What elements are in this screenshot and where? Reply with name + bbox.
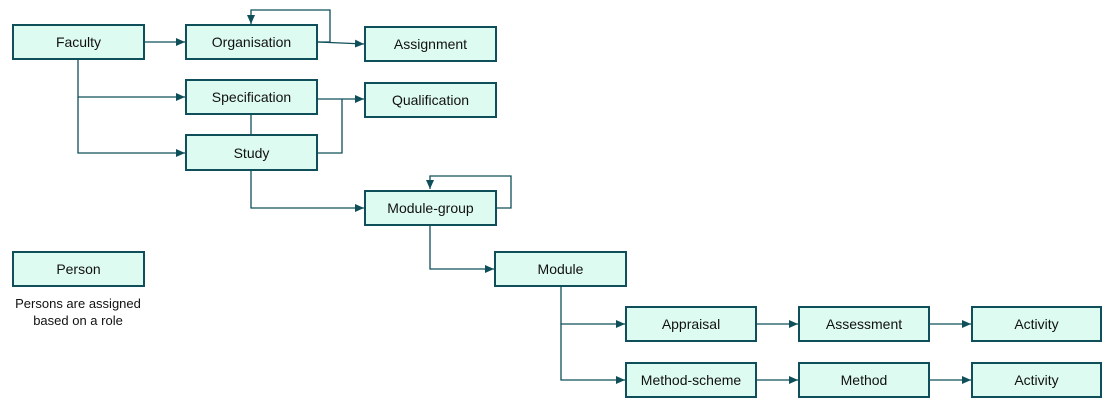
node-person[interactable]: Person [12,251,145,287]
edge-faculty-specification [77,60,185,101]
node-method-scheme[interactable]: Method-scheme [625,362,757,398]
node-qualification[interactable]: Qualification [364,82,497,118]
node-organisation[interactable]: Organisation [185,24,318,60]
node-module-group[interactable]: Module-group [364,190,497,226]
node-faculty[interactable]: Faculty [12,24,145,60]
node-activity-1[interactable]: Activity [971,306,1102,342]
node-module[interactable]: Module [494,251,627,287]
edge-modulegroup-self [426,175,512,209]
node-assignment[interactable]: Assignment [364,26,497,62]
edge-modulegroup-module [429,226,494,273]
edge-faculty-study [77,97,185,157]
node-assessment[interactable]: Assessment [798,306,930,342]
node-specification[interactable]: Specification [185,79,318,115]
edge-study-modulegroup [250,171,364,212]
edge-organisation-assignment [317,39,365,48]
edge-module-appraisal [560,287,625,328]
node-method[interactable]: Method [798,362,930,398]
node-appraisal[interactable]: Appraisal [625,306,757,342]
edge-study-qualification [318,99,343,154]
person-note: Persons are assigned based on a role [15,296,141,328]
node-study[interactable]: Study [185,134,318,171]
edge-module-methodscheme [560,324,625,384]
node-activity-2[interactable]: Activity [971,362,1102,398]
